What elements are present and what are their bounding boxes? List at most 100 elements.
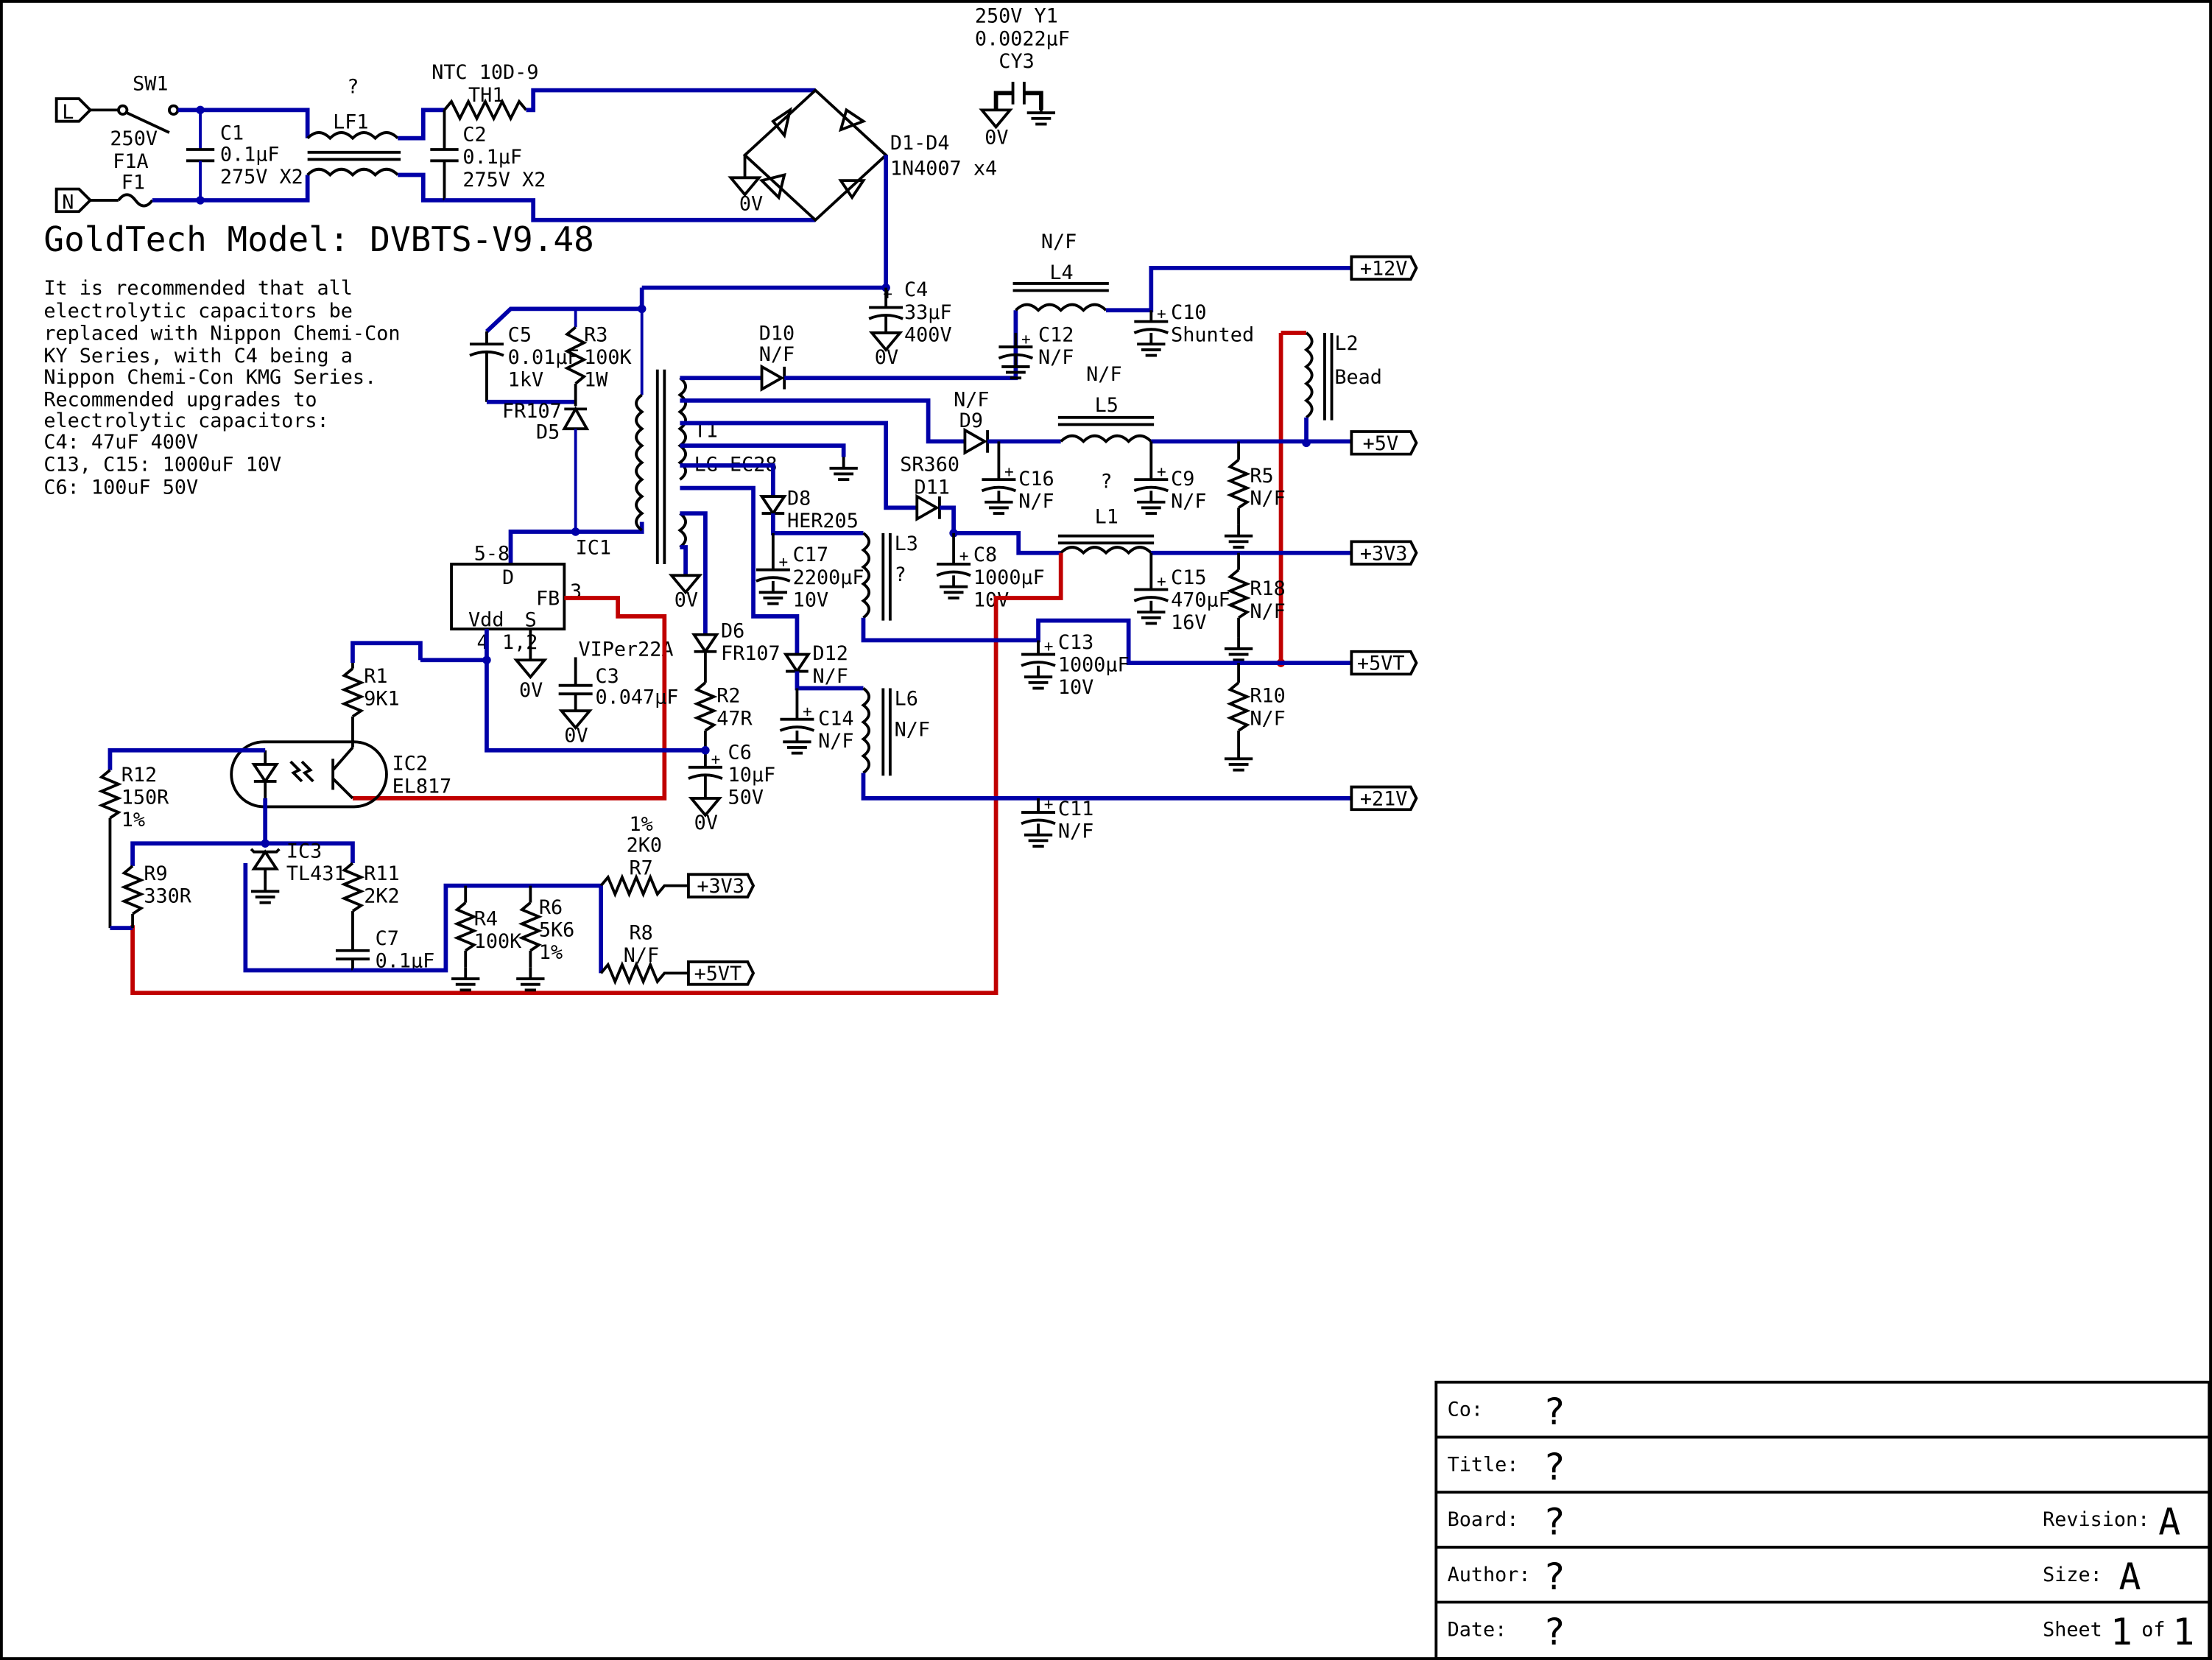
svg-text:FR107: FR107	[502, 400, 562, 423]
svg-text:C1: C1	[220, 122, 244, 145]
svg-text:?: ?	[347, 75, 359, 98]
svg-text:N/F: N/F	[818, 730, 853, 753]
svg-text:275V X2: 275V X2	[220, 166, 303, 189]
port-line: L	[54, 97, 129, 124]
svg-text:C5: C5	[508, 323, 532, 346]
svg-text:N/F: N/F	[1041, 231, 1077, 253]
bridge-rectifier-d1-d4: D1-D4 1N4007 x4 0V	[641, 88, 997, 290]
svg-text:R11: R11	[364, 862, 399, 885]
svg-text:F1A: F1A	[113, 150, 148, 173]
svg-text:R1: R1	[364, 665, 387, 688]
svg-text:IC3: IC3	[286, 840, 322, 862]
svg-text:S: S	[525, 608, 537, 631]
svg-text:275V X2: 275V X2	[462, 169, 546, 191]
svg-text:N/F: N/F	[1250, 600, 1285, 623]
svg-text:C11: C11	[1058, 798, 1093, 820]
svg-text:R8: R8	[629, 921, 652, 944]
svg-text:IC1: IC1	[576, 537, 611, 560]
svg-text:16V: 16V	[1171, 611, 1206, 634]
svg-text:L2: L2	[1334, 332, 1358, 355]
svg-text:+: +	[1044, 795, 1054, 813]
input-section: L N SW1 250V F1A F1	[54, 5, 1070, 290]
svg-text:D5: D5	[536, 421, 560, 444]
of-label: of	[2141, 1618, 2165, 1641]
resistor-r9: R9 330R	[120, 841, 355, 929]
note-line: replaced with Nippon Chemi-Con	[43, 323, 400, 345]
svg-text:C3: C3	[595, 665, 619, 688]
svg-text:D10: D10	[759, 323, 795, 345]
svg-text:R3: R3	[584, 323, 607, 346]
port-3v3	[1350, 540, 1418, 566]
svg-text:1000µF: 1000µF	[973, 566, 1045, 589]
capacitor-c4: + C4 33µF 400V 0V	[868, 278, 952, 369]
revision-label: Revision:	[2043, 1508, 2149, 1531]
svg-text:0.1µF: 0.1µF	[462, 146, 522, 169]
svg-text:2K0: 2K0	[627, 834, 662, 857]
svg-text:C6: C6	[728, 741, 752, 764]
svg-text:33µF: 33µF	[904, 301, 952, 324]
svg-text:R10: R10	[1250, 685, 1285, 708]
note-line: Recommended upgrades to	[43, 389, 317, 412]
svg-text:D6: D6	[721, 620, 744, 643]
svg-text:N/F: N/F	[1018, 490, 1054, 513]
svg-text:2K2: 2K2	[364, 885, 399, 908]
svg-text:+5VT: +5VT	[694, 963, 742, 985]
svg-text:N/F: N/F	[895, 719, 930, 742]
svg-text:R5: R5	[1250, 465, 1273, 488]
recommendation-note: It is recommended that all electrolytic …	[43, 277, 400, 499]
svg-text:0V: 0V	[519, 679, 543, 702]
optocoupler-ic2: IC2 EL817	[108, 740, 452, 844]
svg-text:+12V: +12V	[1360, 257, 1408, 280]
svg-text:R2: R2	[716, 685, 740, 708]
svg-text:LF1: LF1	[333, 110, 368, 133]
svg-text:250V Y1: 250V Y1	[975, 5, 1058, 28]
svg-text:Vdd: Vdd	[468, 608, 504, 631]
svg-text:10V: 10V	[973, 588, 1009, 611]
svg-text:FR107: FR107	[721, 642, 781, 665]
vdd-net	[351, 629, 705, 753]
primary-section: + C4 33µF 400V 0V C5 0.01µF 1kV R3 100K	[351, 278, 965, 834]
svg-text:VIPer22A: VIPer22A	[578, 638, 673, 661]
size-label: Size:	[2043, 1564, 2102, 1586]
sheet-value: 1	[2110, 1611, 2132, 1653]
resistor-r1: R1 9K1	[340, 663, 400, 748]
svg-text:1%: 1%	[539, 941, 563, 964]
svg-text:C13: C13	[1058, 631, 1093, 654]
svg-text:+: +	[1021, 329, 1031, 348]
svg-text:+: +	[1157, 572, 1166, 591]
svg-text:N/F: N/F	[1171, 490, 1206, 513]
svg-text:+3V3: +3V3	[697, 875, 744, 898]
note-line: C6: 100uF 50V	[43, 476, 198, 499]
title-block: Co: ? Title: ? Board: ? Revision: A Auth…	[1434, 1380, 2211, 1660]
svg-text:C17: C17	[793, 544, 828, 566]
port-12v	[1350, 255, 1418, 281]
port-5vt	[1350, 650, 1418, 676]
svg-text:D1-D4: D1-D4	[890, 132, 950, 155]
svg-text:+: +	[1157, 462, 1166, 480]
svg-text:50V: 50V	[728, 787, 764, 809]
output-5v: N/F D9 L5 + C16 N/F ? + C9 N/F	[954, 389, 1418, 547]
svg-text:L3: L3	[895, 532, 918, 555]
svg-text:10V: 10V	[793, 588, 828, 611]
svg-text:0V: 0V	[875, 346, 898, 369]
svg-text:C2: C2	[462, 124, 486, 147]
svg-text:470µF: 470µF	[1171, 588, 1230, 611]
svg-text:C10: C10	[1171, 301, 1206, 324]
svg-text:EL817: EL817	[392, 775, 452, 798]
capacitor-c1: C1 0.1µF 275V X2	[186, 105, 303, 205]
svg-text:+: +	[1157, 304, 1166, 323]
svg-text:N: N	[62, 191, 74, 214]
notes: GoldTech Model: DVBTS-V9.48 It is recomm…	[43, 219, 593, 499]
svg-text:C16: C16	[1018, 468, 1054, 490]
svg-text:1,2: 1,2	[502, 631, 538, 654]
svg-text:C4: C4	[904, 278, 928, 301]
feedback-resistors-r7-r8: 1% 2K0 R7 +3V3 R8 N/F +5VT	[599, 813, 755, 986]
svg-text:1N4007 x4: 1N4007 x4	[890, 157, 997, 180]
svg-text:10µF: 10µF	[728, 764, 776, 787]
svg-text:0V: 0V	[694, 812, 718, 834]
svg-text:C8: C8	[973, 544, 997, 566]
of-value: 1	[2172, 1611, 2194, 1653]
port-5v	[1350, 430, 1418, 456]
svg-text:100K: 100K	[584, 346, 632, 369]
title-value: ?	[1543, 1446, 1565, 1488]
